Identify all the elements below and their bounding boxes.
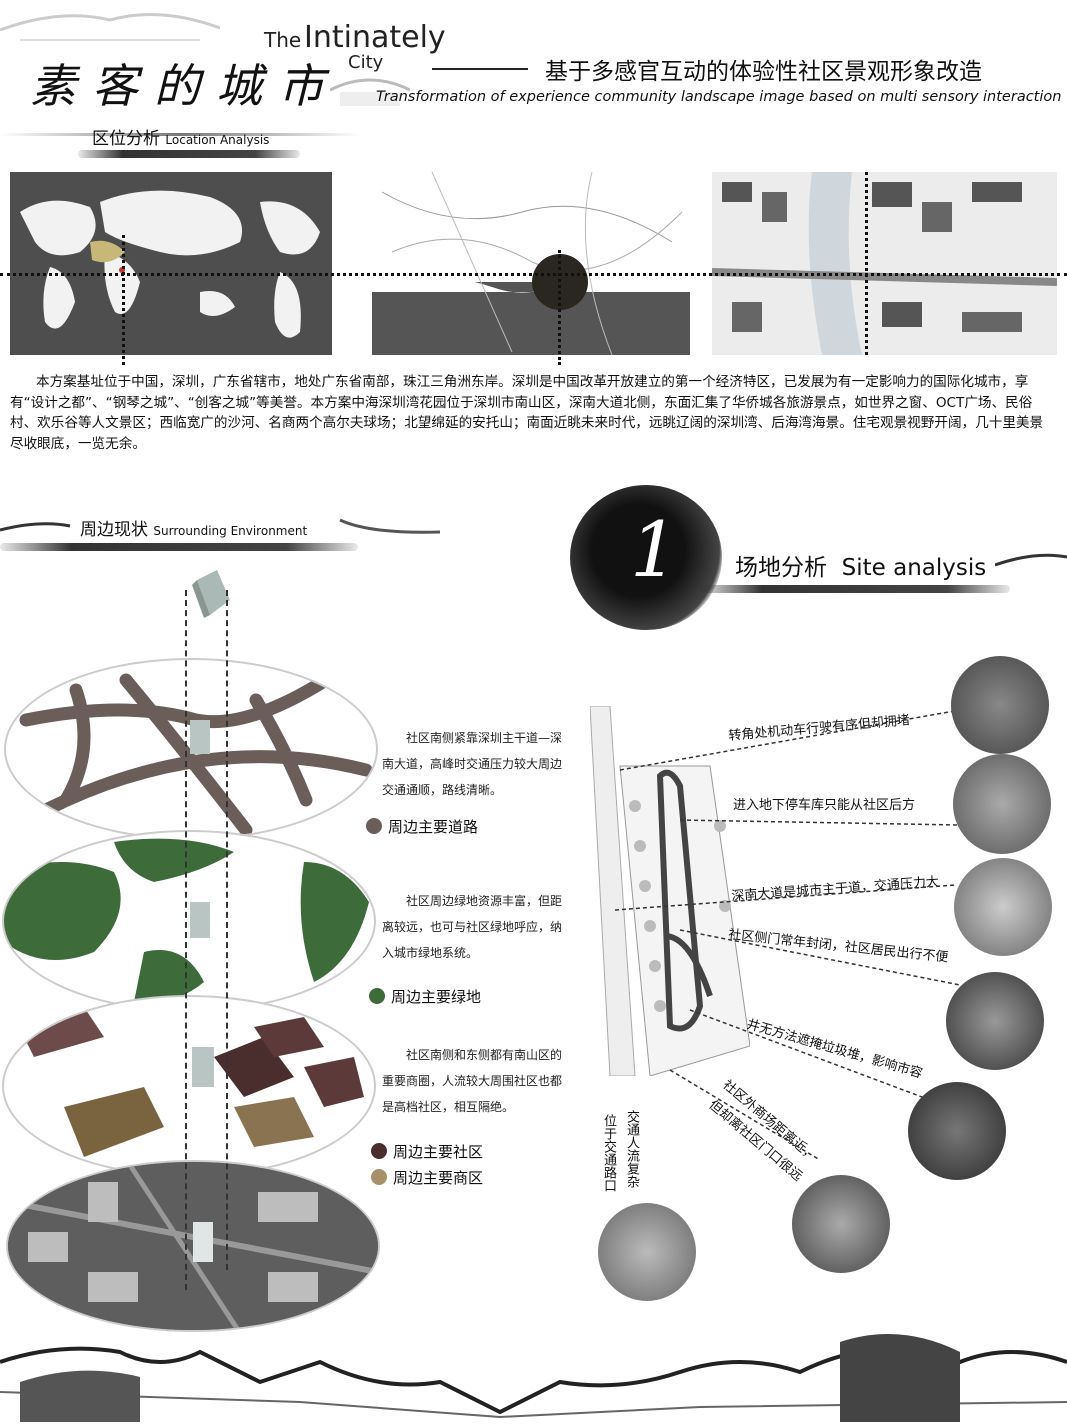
- bottom-roofline: [0, 1322, 1067, 1422]
- subtitle-en: Transformation of experience community l…: [376, 89, 1062, 105]
- region-map-graphic: [372, 172, 690, 355]
- green-layer: [2, 830, 376, 1012]
- surrounding-heading-en: Surrounding Environment: [153, 524, 308, 538]
- site-plan: [589, 705, 751, 1077]
- surrounding-heading: 周边现状 Surrounding Environment: [80, 515, 307, 540]
- legend-dot-icon: [371, 1143, 387, 1159]
- location-heading-cn: 区位分析: [92, 129, 160, 149]
- location-heading-brush: [78, 150, 300, 158]
- subtitle-cn: 基于多感官互动的体验性社区景观形象改造: [545, 59, 982, 85]
- eave-icon: [0, 518, 441, 534]
- legend-label: 周边主要商区: [393, 1169, 484, 1187]
- world-map-graphic: [10, 172, 332, 355]
- site-heading-cn: 场地分析: [735, 555, 827, 581]
- roads-graphic: [19, 673, 373, 837]
- location-heading-en: Location Analysis: [165, 133, 270, 147]
- title-en-the: The: [264, 28, 302, 52]
- site-map: [712, 172, 1057, 355]
- world-map: [10, 172, 332, 355]
- legend-community: 周边主要社区: [371, 1141, 483, 1162]
- site-number: 1: [630, 505, 679, 594]
- eave-icon: [994, 553, 1067, 567]
- aerial-graphic: [8, 1162, 378, 1330]
- page-title: 素客的城市: [30, 59, 340, 113]
- photo-shennan-road: [954, 858, 1052, 956]
- aerial-layer: [6, 1160, 380, 1332]
- legend-dot-icon: [371, 1169, 387, 1185]
- photo-crossing: [598, 1203, 696, 1301]
- location-crosshair-v3: [865, 172, 868, 355]
- roof-icon: [0, 13, 221, 41]
- legend-label: 周边主要绿地: [391, 988, 482, 1006]
- roof-eave-left: [0, 510, 441, 550]
- community-description: 社区南侧和东侧都有南山区的重要商圈，人流较大周围社区也都是高档社区，相互隔绝。: [382, 1048, 563, 1114]
- stack-guide-1: [185, 590, 187, 1290]
- photo-parking: [953, 754, 1051, 854]
- green-graphic: [4, 838, 369, 1003]
- vertical-label-right: 交通人流复杂: [624, 1110, 639, 1188]
- legend-dot-icon: [369, 988, 385, 1004]
- photo-corner-traffic: [951, 656, 1049, 754]
- roofline-icon: [0, 1334, 1067, 1422]
- building-model: [192, 570, 232, 620]
- title-en-main: Intinately: [304, 20, 446, 55]
- photo-mall: [792, 1175, 890, 1273]
- vertical-label-left: 位于交通路口: [601, 1114, 616, 1192]
- header-roof-decoration: [0, 0, 221, 48]
- legend-dot-icon: [366, 818, 382, 834]
- region-map: [372, 172, 690, 355]
- site-heading-en: Site analysis: [841, 555, 987, 581]
- community-layer: [2, 995, 376, 1177]
- header-roof-decoration-right: [329, 70, 411, 110]
- green-description: 社区周边绿地资源丰富，但距离较远，也可与社区绿地呼应，纳入城市绿地系统。: [382, 894, 563, 960]
- building-icon: [192, 570, 230, 618]
- location-heading: 区位分析 Location Analysis: [92, 124, 269, 149]
- legend-commerce: 周边主要商区: [371, 1167, 483, 1188]
- surrounding-heading-cn: 周边现状: [80, 520, 148, 540]
- roads-description: 社区南侧紧靠深圳主干道—深南大道，高峰时交通压力较大周边交通通顺，路线清晰。: [382, 731, 563, 797]
- legend-label: 周边主要道路: [388, 818, 479, 836]
- roof-icon: [329, 78, 411, 106]
- heading-line: [0, 133, 360, 136]
- site-heading-brush: [700, 585, 1010, 593]
- photo-side-gate: [946, 972, 1044, 1070]
- photo-garbage: [908, 1082, 1006, 1180]
- surrounding-heading-brush: [0, 543, 358, 551]
- site-map-graphic: [712, 172, 1057, 355]
- roof-eave-right: [994, 545, 1067, 575]
- callout-2: 进入地下停车库只能从社区后方: [733, 798, 916, 813]
- site-heading: 场地分析 Site analysis: [735, 548, 986, 582]
- location-crosshair-h: [0, 273, 1067, 276]
- legend-green: 周边主要绿地: [369, 986, 481, 1007]
- title-dash: [432, 68, 528, 70]
- site-plan-graphic: [589, 705, 751, 1077]
- community-graphic: [14, 1007, 364, 1157]
- location-crosshair-v1: [122, 235, 125, 365]
- stack-guide-2: [226, 590, 228, 1270]
- legend-label: 周边主要社区: [393, 1143, 484, 1161]
- location-crosshair-v2: [558, 250, 561, 365]
- location-text: 本方案基址位于中国，深圳，广东省辖市，地处广东省南部，珠江三角洲东岸。深圳是中国…: [10, 374, 1044, 452]
- callout-lines: [614, 709, 961, 1160]
- roads-layer: [4, 658, 378, 840]
- legend-roads: 周边主要道路: [366, 816, 478, 837]
- site-number-ink-circle: 1: [570, 485, 722, 630]
- title-en-city: City: [348, 52, 384, 73]
